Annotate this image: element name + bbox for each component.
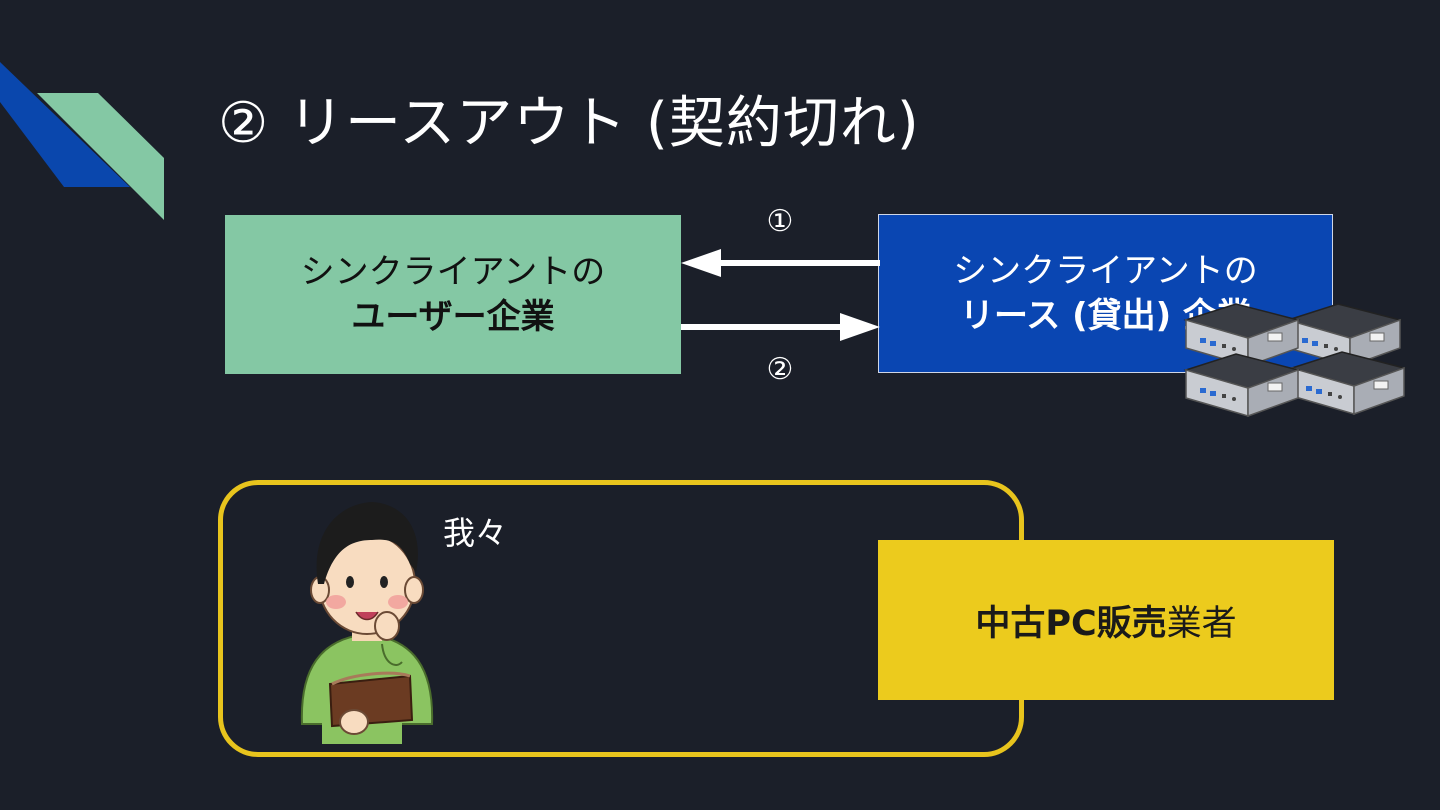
dealer-label-regular: 業者 xyxy=(1166,603,1237,644)
dealer-label-bold: 中古PC販売 xyxy=(975,603,1167,644)
lease-company-box: シンクライアントの リース (貸出) 企業 xyxy=(878,214,1333,373)
used-pc-dealer-box: 中古PC販売業者 xyxy=(878,540,1334,700)
user-box-line1: シンクライアントの xyxy=(300,252,606,293)
arrow-right-to-lease xyxy=(681,313,880,341)
us-label: 我々 xyxy=(443,514,508,552)
arrow-left-to-user xyxy=(681,249,880,277)
user-company-box: シンクライアントの ユーザー企業 xyxy=(225,215,681,374)
flow-arrows xyxy=(681,249,880,341)
arrow1-label: ① xyxy=(766,204,794,239)
lease-box-line1: シンクライアントの xyxy=(953,251,1258,292)
person-holding-wallet-illustration xyxy=(300,502,434,744)
mini-pc-cluster-illustration xyxy=(1185,303,1405,417)
corner-chevron-decoration xyxy=(0,62,164,220)
arrow2-label: ② xyxy=(766,352,794,387)
slide-title: ② リースアウト (契約切れ) xyxy=(218,91,920,156)
user-box-line2: ユーザー企業 xyxy=(351,296,555,337)
